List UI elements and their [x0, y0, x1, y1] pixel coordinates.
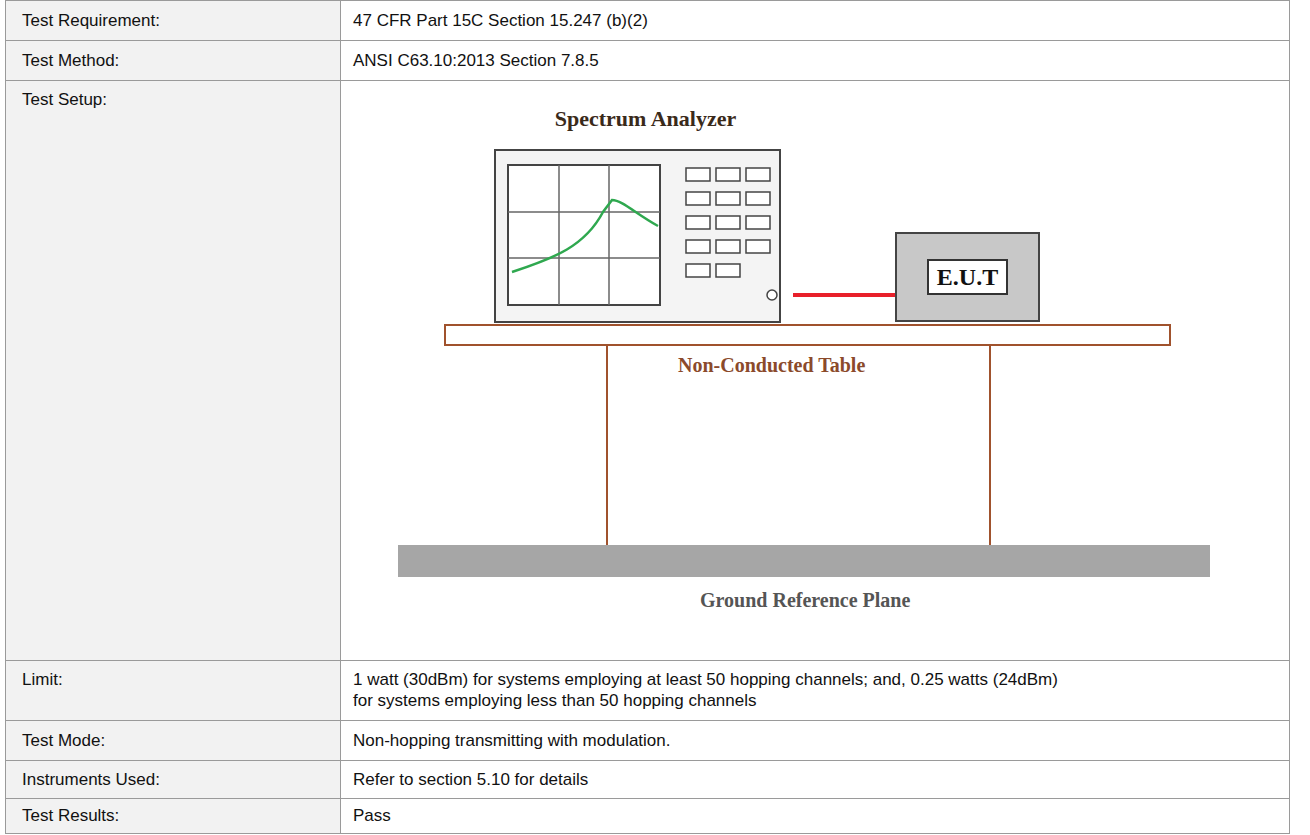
table-top	[445, 325, 1170, 345]
ground-plane	[398, 545, 1210, 577]
field-label: Test Requirement:	[22, 10, 160, 31]
table-cell	[340, 798, 1290, 834]
eut-box: E.U.T	[895, 232, 1040, 322]
rf-cable	[793, 293, 895, 297]
analyzer-body	[495, 150, 780, 322]
eut-label: E.U.T	[927, 259, 1008, 295]
table-leg	[989, 346, 991, 545]
field-label: Test Results:	[22, 805, 119, 826]
field-label: Instruments Used:	[22, 769, 160, 790]
table-leg	[606, 346, 608, 545]
field-value: 47 CFR Part 15C Section 15.247 (b)(2)	[353, 10, 648, 31]
field-value: Refer to section 5.10 for details	[353, 769, 588, 790]
spectrum-analyzer: Spectrum Analyzer	[495, 105, 796, 322]
field-value: Pass	[353, 805, 391, 826]
table-cell	[5, 660, 341, 721]
spectrum-trace	[512, 200, 658, 272]
field-label: Limit:	[22, 669, 63, 690]
field-value: Non-hopping transmitting with modulation…	[353, 730, 671, 751]
field-label: Test Setup:	[22, 89, 107, 110]
table-cell	[340, 660, 1290, 721]
table-cell	[5, 80, 341, 661]
field-label: Test Mode:	[22, 730, 105, 751]
field-value: ANSI C63.10:2013 Section 7.8.5	[353, 50, 599, 71]
field-value: 1 watt (30dBm) for systems employing at …	[353, 669, 1073, 711]
instrument-name: Spectrum Analyzer	[495, 105, 796, 133]
analyzer-buttons	[686, 168, 770, 277]
table-caption: Non-Conducted Table	[678, 353, 865, 377]
analyzer-screen	[508, 165, 660, 305]
ground-caption: Ground Reference Plane	[700, 588, 910, 612]
field-label: Test Method:	[22, 50, 119, 71]
rf-port	[767, 290, 777, 300]
screen-grid	[508, 165, 660, 305]
